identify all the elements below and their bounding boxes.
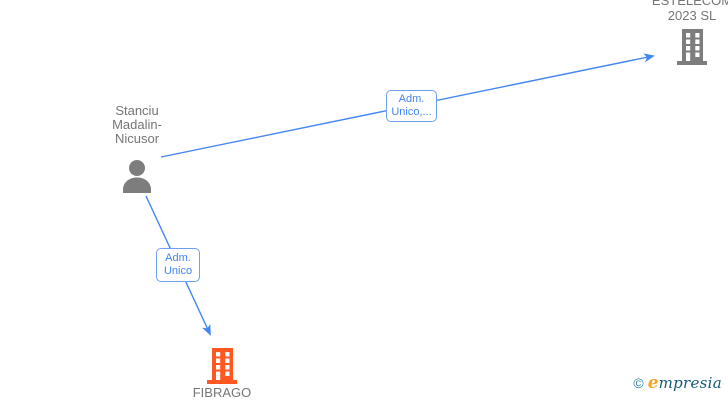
person-name-label: Stanciu Madalin- Nicusor (97, 104, 177, 146)
company-name-line: ESTELECOM (651, 0, 728, 8)
person-name-line: Stanciu (115, 103, 159, 118)
company-name-label: FIBRAGO (192, 385, 252, 400)
building-icon (637, 28, 728, 66)
edge-label-adm-unico-fibrago[interactable]: Adm. Unico (156, 248, 200, 282)
edge-label-line: Adm. (165, 252, 191, 264)
node-company-fibrago[interactable]: FIBRAGO (172, 347, 272, 400)
brand-name: mpresia (658, 374, 722, 392)
company-name-label: ESTELECOM 2023 SL (637, 0, 728, 23)
empresia-watermark[interactable]: ©empresia (633, 373, 722, 393)
edge-label-line: Adm. (398, 93, 425, 105)
node-person[interactable]: Stanciu Madalin- Nicusor (97, 104, 177, 193)
person-name-line: Madalin- (112, 117, 162, 132)
node-company-estelecom[interactable]: ESTELECOM 2023 SL (637, 0, 728, 66)
brand-initial: e (647, 373, 659, 393)
person-icon (97, 159, 177, 193)
edge-label-adm-unico-estelecom[interactable]: Adm. Unico,... (386, 90, 437, 122)
building-icon (172, 347, 272, 385)
copyright-icon: © (633, 375, 644, 391)
edge-label-line: Unico (163, 265, 193, 277)
edge-label-line: Unico,... (391, 106, 432, 118)
company-name-line: 2023 SL (667, 8, 717, 23)
person-name-line: Nicusor (114, 131, 160, 146)
